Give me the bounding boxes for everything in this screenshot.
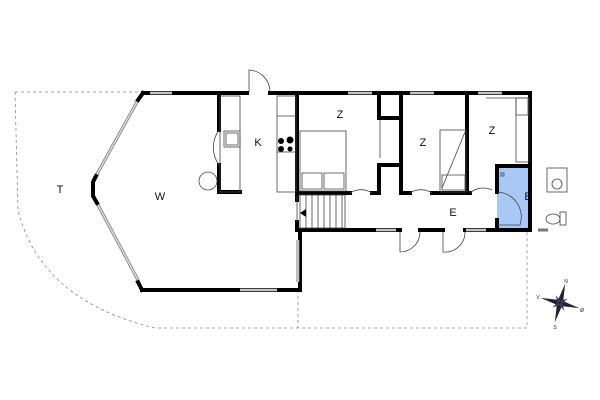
terrace-outline <box>14 91 528 329</box>
washbasin-icon <box>546 167 568 193</box>
bathroom-fixtures <box>500 167 568 226</box>
kitchen-fixtures <box>198 95 297 193</box>
room-label-bedroom-2: Z <box>420 137 427 149</box>
bed-icon <box>515 97 530 163</box>
sink-icon <box>223 130 241 148</box>
room-label-living: W <box>155 191 166 203</box>
room-label-bathroom: B <box>524 191 531 203</box>
furniture <box>299 97 530 193</box>
compass-south: S <box>553 325 557 331</box>
exterior-walls <box>91 90 532 293</box>
toilet-icon <box>545 213 561 225</box>
room-label-bedroom-1: Z <box>337 109 344 121</box>
room-label-hall: E <box>449 207 456 219</box>
room-labels: T W K Z Z Z E B <box>57 109 532 219</box>
windows <box>95 91 548 292</box>
room-label-kitchen: K <box>254 137 262 149</box>
compass-north: N <box>564 279 568 285</box>
stove-icon <box>278 136 294 152</box>
room-label-bedroom-3: Z <box>489 125 496 137</box>
doors <box>213 69 522 253</box>
stairs <box>299 194 346 229</box>
compass-rose-icon: N V Ø S <box>536 279 584 331</box>
compass-east: Ø <box>580 308 584 314</box>
interior-walls <box>217 94 532 232</box>
table-icon <box>198 171 218 191</box>
room-label-terrace: T <box>57 184 64 196</box>
compass-west: V <box>536 295 540 301</box>
bathroom-floor <box>497 166 530 230</box>
bed-icon <box>439 129 467 193</box>
bed-icon <box>299 130 347 192</box>
